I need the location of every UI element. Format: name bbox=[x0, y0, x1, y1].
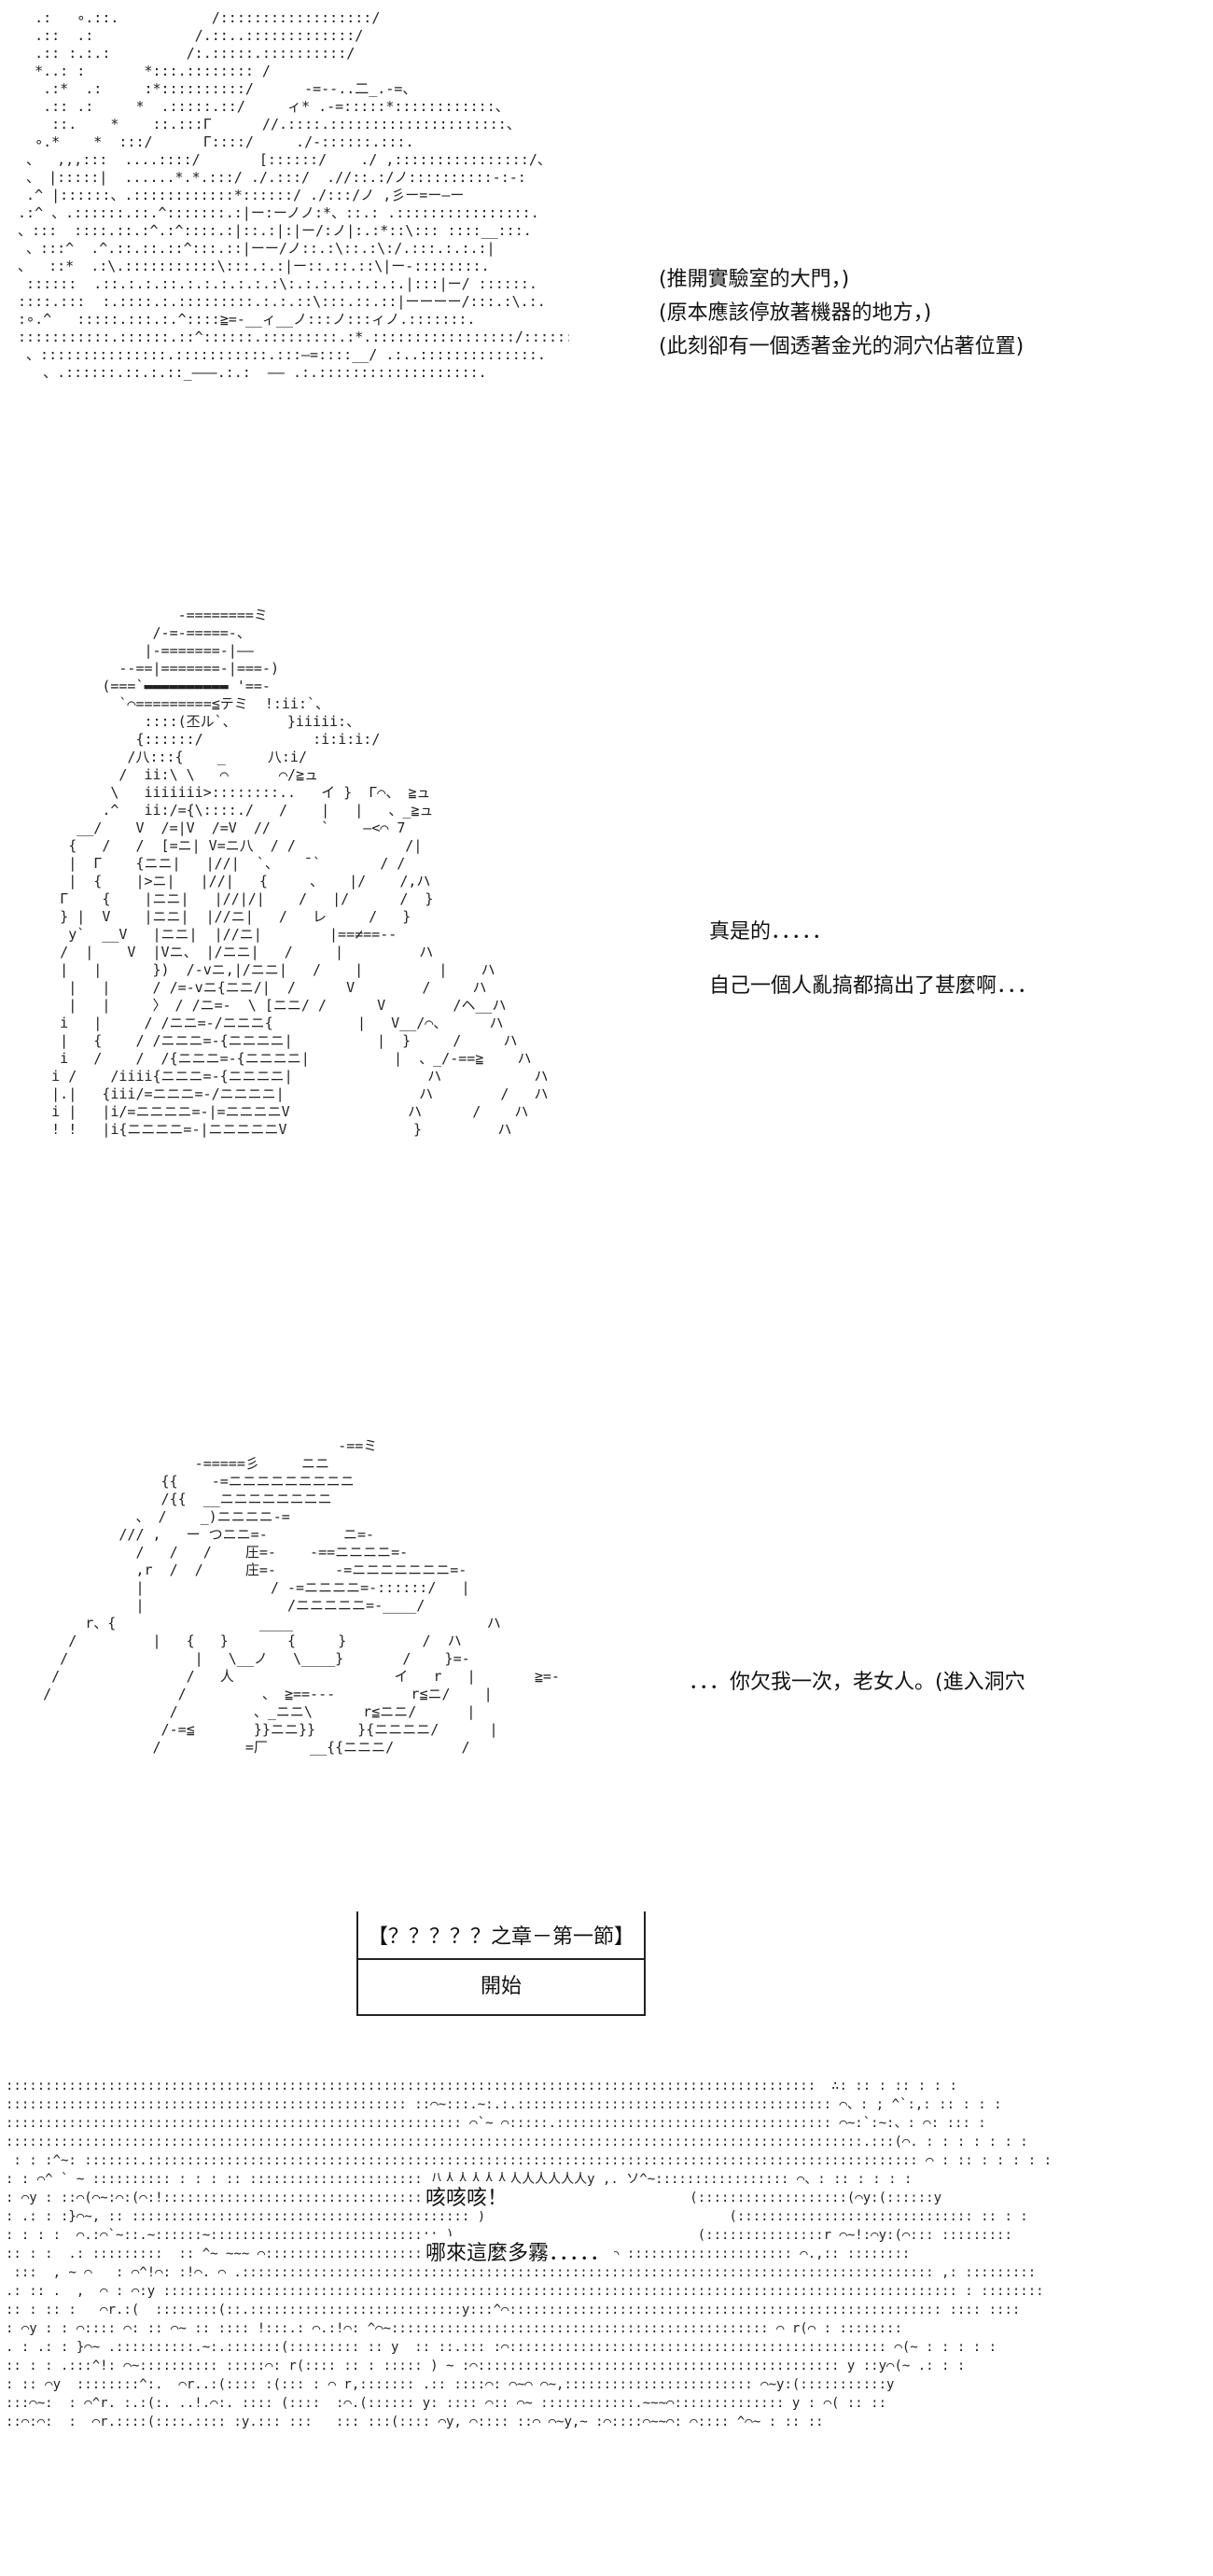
dialogue-line-1: 真是的．．．．． bbox=[709, 920, 833, 944]
narration-captions: (推開實驗室的大門，) (原本應該停放著機器的地方，) (此刻卻有一個透著金光的… bbox=[659, 263, 1024, 364]
panel-fog-scene: ::::::::::::::::::::::::::::::::::::::::… bbox=[0, 2077, 1213, 2571]
chapter-divider bbox=[358, 1958, 644, 1960]
fog-speech: 哪來這麼多霧．．．．． bbox=[422, 2236, 615, 2266]
narration-line-3: (此刻卻有一個透著金光的洞穴佔著位置) bbox=[659, 335, 1025, 358]
portal-ascii-art: .: ∘.::. /::::::::::::::::::/ .:: .: /.:… bbox=[18, 9, 569, 381]
leaving-line: ．．．你欠我一次，老女人。(進入洞穴 bbox=[689, 1671, 1025, 1694]
fog-ascii-art: ::::::::::::::::::::::::::::::::::::::::… bbox=[6, 2079, 1053, 2429]
panel-portal: .: ∘.::. /::::::::::::::::::/ .:: .: /.:… bbox=[0, 0, 1213, 579]
cough-speech: 咳咳咳！ bbox=[422, 2181, 512, 2211]
panel-character-standing: -========ミ /-=-=====-、 |-=======-|―― --=… bbox=[0, 597, 1213, 1419]
chapter-title: 【？？？？？之章－第一節】 bbox=[367, 1925, 634, 1949]
character-dialogue: 真是的．．．．． 自己一個人亂搞都搞出了甚麼啊．．． bbox=[709, 905, 1038, 1014]
chapter-title-box: 【？？？？？之章－第一節】 開始 bbox=[356, 1911, 646, 2016]
panel-character-leaning: -==ミ -=====彡 ニニ {{ -=ニニニニニニニニニ /{{ __ニニニ… bbox=[0, 1428, 1213, 1876]
character-standing-ascii-art: -========ミ /-=-=====-、 |-=======-|―― --=… bbox=[51, 607, 549, 1138]
chapter-subtitle: 開始 bbox=[480, 1975, 522, 1998]
narration-line-2: (原本應該停放著機器的地方，) bbox=[659, 301, 932, 325]
narration-line-1: (推開實驗室的大門，) bbox=[659, 268, 850, 291]
character-leaning-ascii-art: -==ミ -=====彡 ニニ {{ -=ニニニニニニニニニ /{{ __ニニニ… bbox=[43, 1437, 560, 1756]
dialogue-line-2: 自己一個人亂搞都搞出了甚麼啊．．． bbox=[709, 974, 1039, 998]
